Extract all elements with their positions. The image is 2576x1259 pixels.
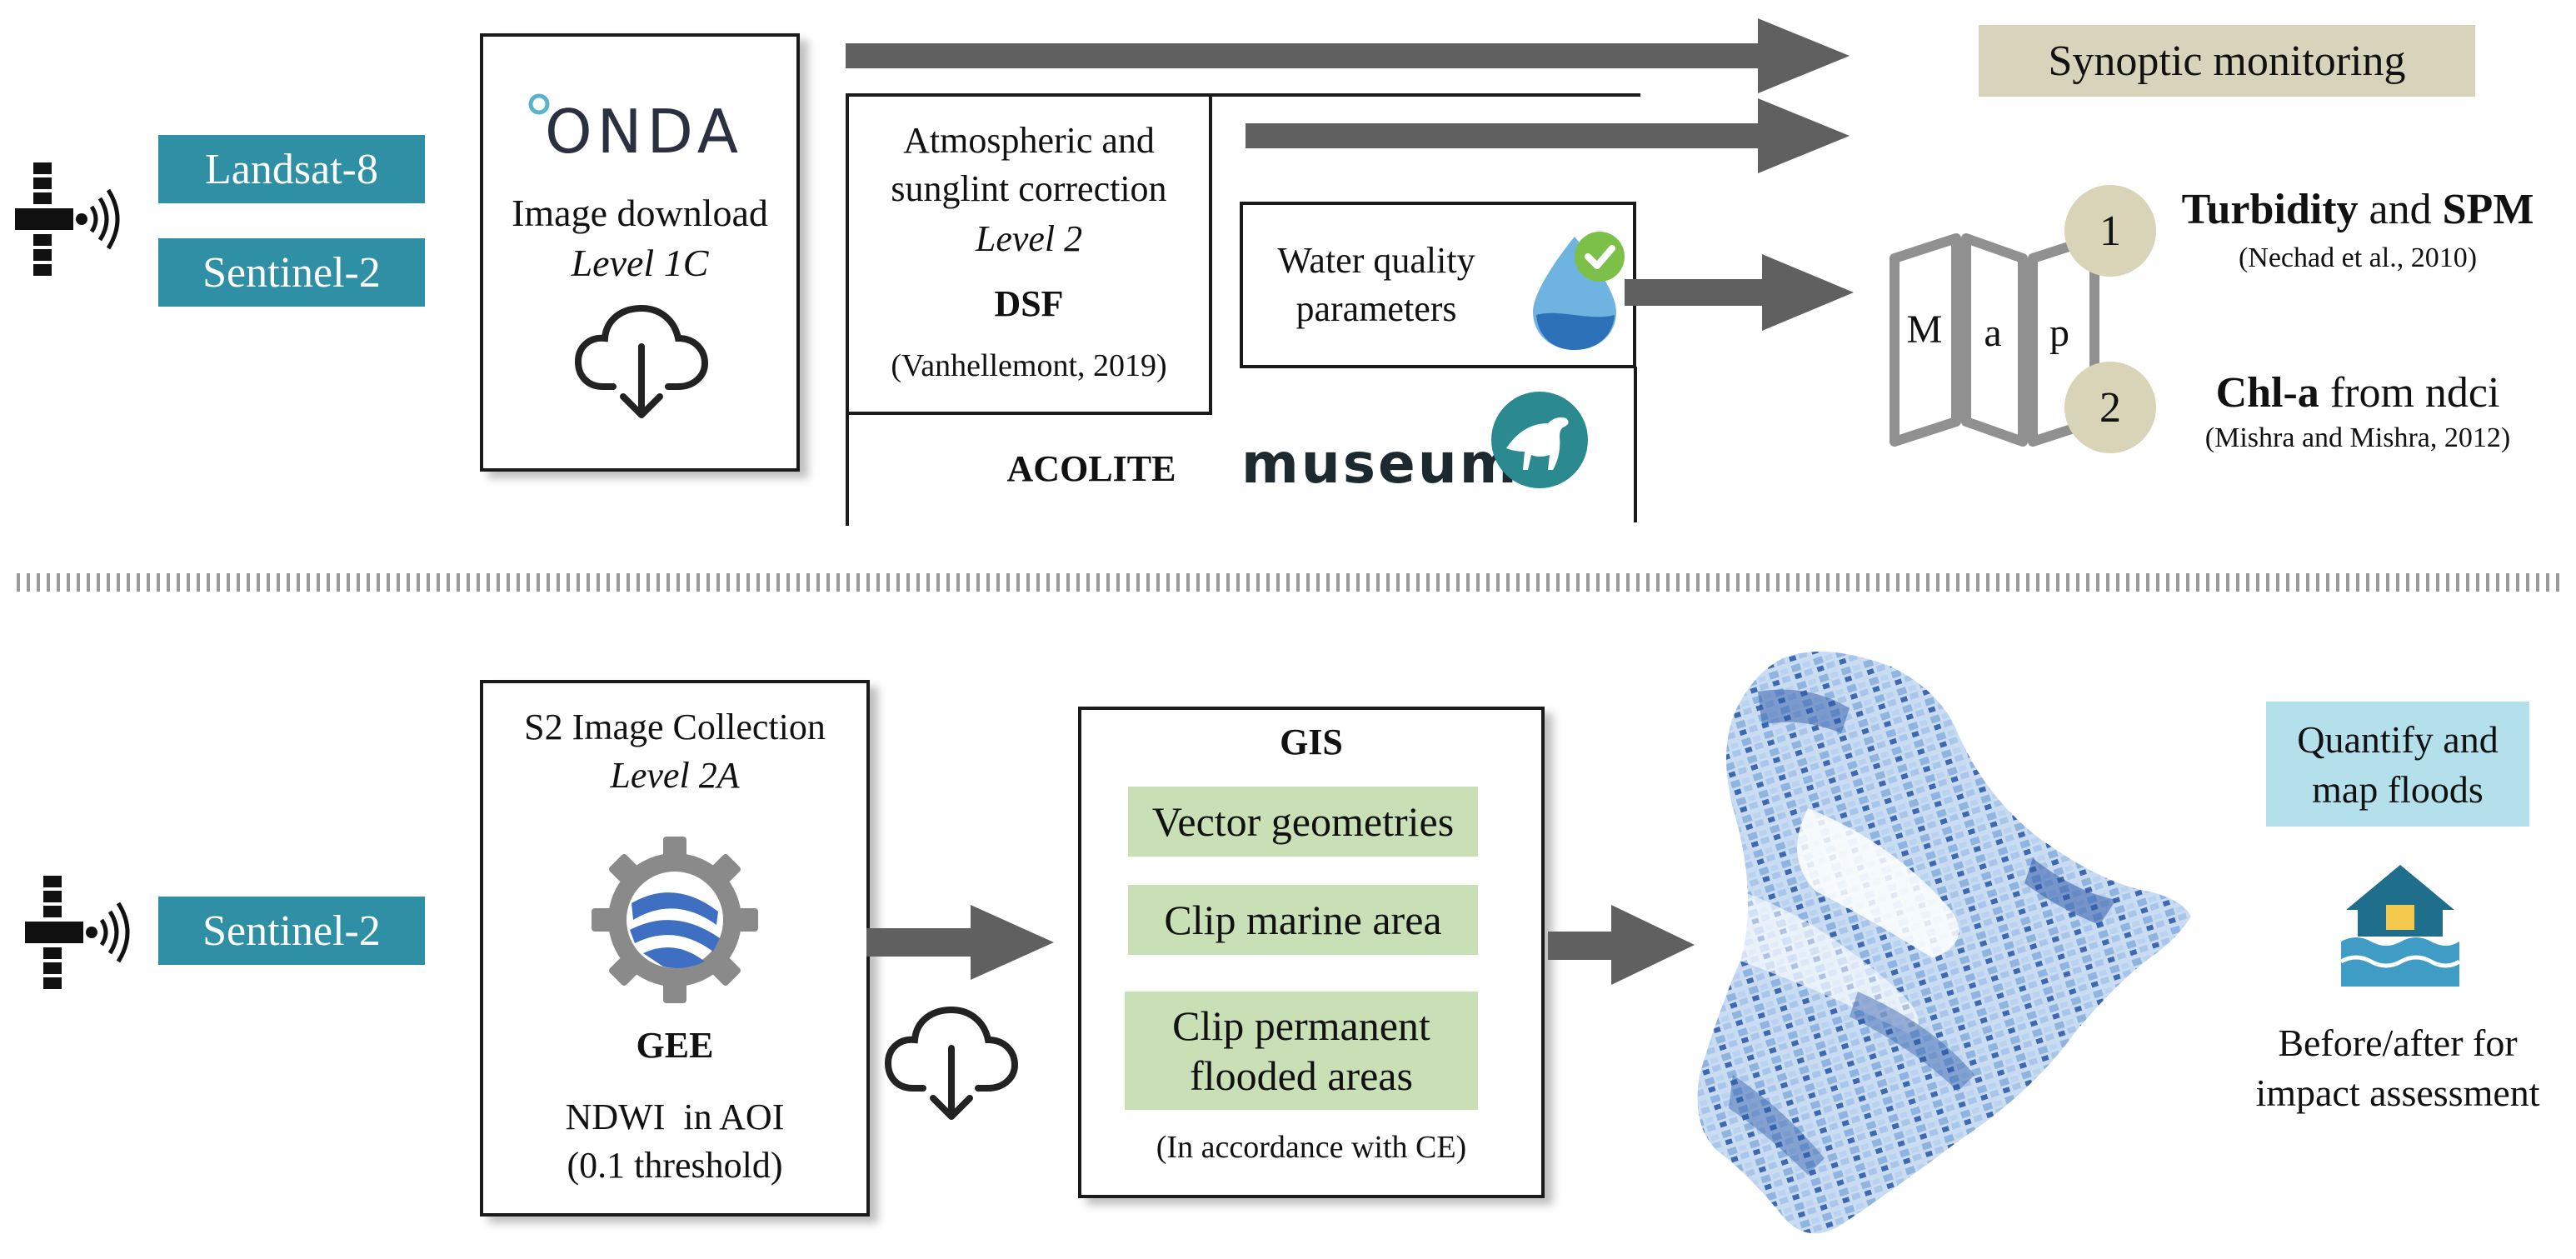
quantify-line1: Quantify and: [2297, 718, 2499, 761]
s2-collection-title: S2 Image Collection: [524, 707, 826, 747]
output-number-2: 2: [2064, 362, 2156, 453]
museum-logo: museum: [1241, 390, 1591, 507]
spm-label: SPM: [2442, 186, 2534, 233]
water-drop-check-icon: [1533, 232, 1625, 350]
image-download-title: Image download: [512, 192, 768, 234]
earth-engine-icon: [592, 837, 758, 1003]
acolite-label: ACOLITE: [1006, 448, 1176, 489]
gee-label: GEE: [636, 1025, 714, 1066]
ndwi-label: NDWI in AOI: [565, 1097, 785, 1137]
quantify-floods-box: Quantify and map floods: [2266, 702, 2529, 827]
ce-note: (In accordance with CE): [1156, 1130, 1467, 1165]
water-quality-line2: parameters: [1295, 288, 1457, 329]
gis-title: GIS: [1280, 722, 1343, 762]
impact-line1: Before/after for: [2278, 1022, 2518, 1064]
correction-box: Atmospheric and sunglint correction Leve…: [846, 93, 1212, 415]
image-download-level: Level 1C: [571, 242, 709, 284]
quantify-line2: map floods: [2312, 768, 2484, 811]
s2-collection-level: Level 2A: [610, 755, 740, 796]
section-divider: [17, 573, 2559, 592]
arrow-to-map: [1625, 254, 1854, 331]
acolite-right-border: [1634, 367, 1637, 522]
landsat-8-label: Landsat-8: [158, 135, 425, 203]
arrow-to-synoptic-1: [846, 18, 1850, 93]
from-ndci-label: from ndci: [2319, 369, 2500, 417]
correction-title-line1: Atmospheric and: [903, 120, 1155, 161]
cloud-download-icon: [574, 304, 709, 418]
impact-line2: impact assessment: [2255, 1072, 2540, 1114]
correction-title-line2: sunglint correction: [891, 168, 1167, 209]
dinosaur-icon: [1491, 392, 1588, 488]
image-download-box: ONDA Image download Level 1C: [480, 33, 800, 472]
output-number-1: 1: [2064, 185, 2156, 277]
map-letter-m: M: [1906, 307, 1943, 352]
arrow-to-flood-map: [1548, 905, 1695, 985]
turbidity-spm-label: Turbidity and SPM: [2166, 185, 2549, 235]
water-quality-line1: Water quality: [1277, 240, 1475, 281]
sentinel-2-label-bottom: Sentinel-2: [158, 897, 425, 965]
chla-label: Chl-a: [2215, 369, 2319, 417]
satellite-icon-bottom: [25, 876, 130, 989]
clip-marine-area-step: Clip marine area: [1128, 885, 1478, 955]
cloud-download-icon-bottom: [884, 1006, 1019, 1120]
mishra-citation: (Mishra and Mishra, 2012): [2204, 422, 2511, 453]
correction-level: Level 2: [975, 218, 1083, 259]
synoptic-monitoring-label: Synoptic monitoring: [1979, 25, 2475, 97]
and-label: and: [2358, 186, 2443, 233]
turbidity-label: Turbidity: [2181, 186, 2359, 233]
sentinel-2-label: Sentinel-2: [158, 238, 425, 307]
museum-logo-text: museum: [1241, 432, 1520, 496]
nechad-citation: (Nechad et al., 2010): [2238, 242, 2478, 273]
threshold-label: (0.1 threshold): [567, 1145, 783, 1186]
clip-permanent-flooded-step: Clip permanent flooded areas: [1125, 992, 1478, 1110]
arrow-to-synoptic-2: [1246, 98, 1850, 173]
map-letter-a: a: [1984, 311, 2002, 355]
onda-logo-text: ONDA: [545, 97, 743, 167]
s2-collection-box: S2 Image Collection Level 2A GEE NDWI in…: [480, 680, 870, 1217]
arrow-to-gis: [866, 905, 1054, 980]
onda-logo: ONDA: [527, 92, 768, 167]
flooded-house-icon: [2339, 865, 2461, 987]
satellite-icon: [15, 162, 120, 276]
water-quality-box: Water quality parameters: [1240, 202, 1636, 368]
map-letter-p: p: [2049, 311, 2069, 355]
dsf-label: DSF: [994, 283, 1064, 324]
vector-geometries-step: Vector geometries: [1128, 787, 1478, 857]
chla-ndci-label: Chl-a from ndci: [2166, 368, 2549, 418]
vanhellemont-citation: (Vanhellemont, 2019): [891, 348, 1167, 383]
flood-map-image: [1697, 652, 2191, 1234]
gis-box: GIS Vector geometries Clip marine area C…: [1078, 707, 1545, 1198]
